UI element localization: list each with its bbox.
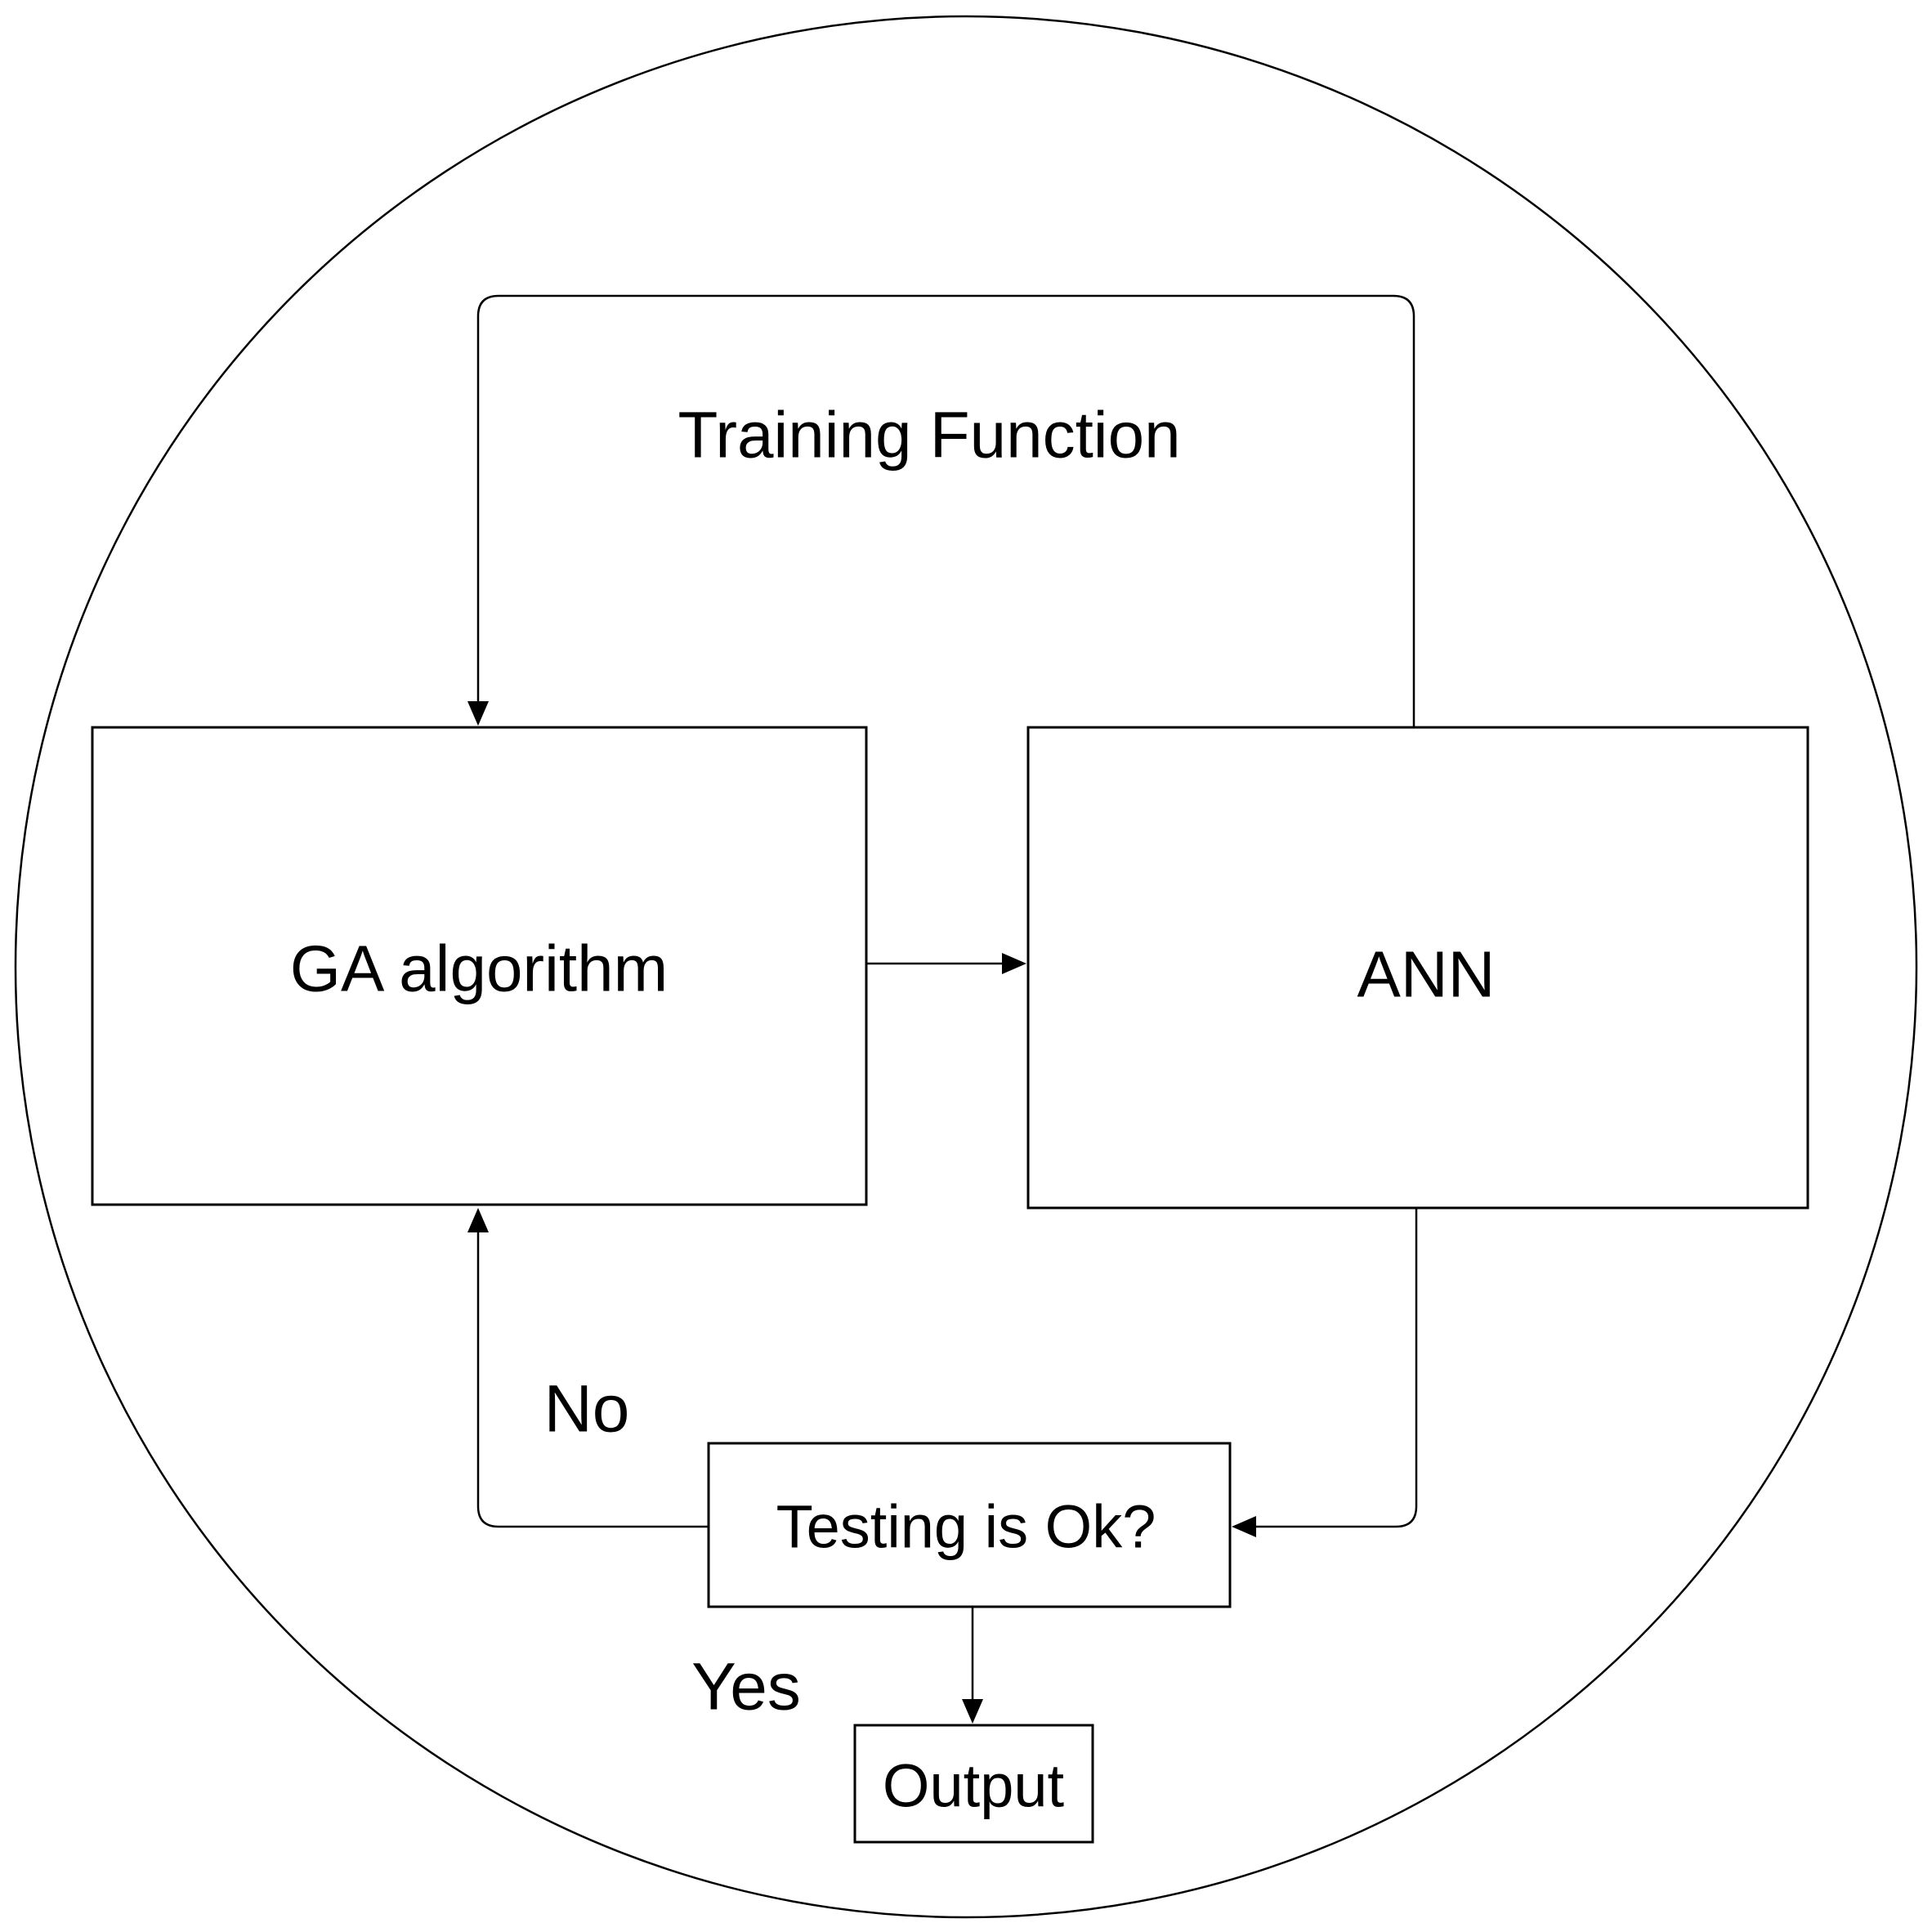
- ann-to-testing-arrowhead-icon: [1232, 1516, 1256, 1537]
- training-loop-arrowhead-icon: [467, 701, 489, 726]
- ga-to-ann-arrowhead-icon: [1002, 953, 1026, 974]
- output-label: Output: [883, 1752, 1065, 1820]
- testing-label: Testing is Ok?: [776, 1493, 1156, 1561]
- no-edge-label: No: [544, 1372, 630, 1447]
- node-output: [853, 1724, 1094, 1844]
- node-ga-algorithm: [91, 726, 868, 1206]
- testing-to-ga-no-edge: [476, 1231, 709, 1528]
- node-ann: [1026, 726, 1809, 1210]
- ga-algorithm-label: GA algorithm: [290, 932, 668, 1005]
- training-loop-edge: [476, 294, 1415, 727]
- yes-edge-label: Yes: [691, 1650, 801, 1724]
- system-boundary-circle: [14, 15, 1918, 1919]
- training-loop-label: Training Function: [678, 399, 1180, 472]
- testing-to-ga-arrowhead-icon: [467, 1208, 489, 1232]
- node-testing: [707, 1442, 1232, 1608]
- ann-to-testing-edge: [1254, 1208, 1418, 1528]
- testing-to-output-arrowhead-icon: [962, 1699, 983, 1724]
- ann-label: ANN: [1357, 938, 1496, 1011]
